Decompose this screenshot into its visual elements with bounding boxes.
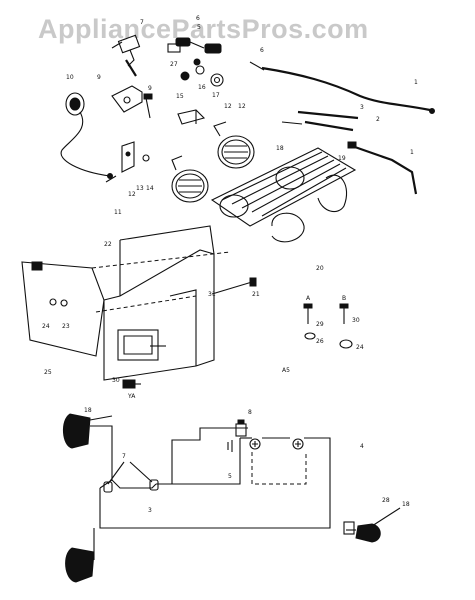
- callout-B: B: [342, 295, 346, 302]
- fasteners-A-B: [303, 303, 353, 349]
- callout-7: 7: [140, 19, 144, 26]
- callout-31: 31: [208, 291, 216, 298]
- callout-5: 5: [197, 24, 201, 31]
- callout-5: 5: [228, 473, 232, 480]
- wire-harness: [249, 61, 435, 195]
- ignition-switch: [111, 34, 141, 77]
- grille-panel: [210, 147, 357, 227]
- lamp-left-upper: [63, 413, 113, 449]
- switch-28: [343, 521, 355, 535]
- callout-30: 30: [352, 317, 360, 324]
- headlight-upper: [213, 121, 255, 169]
- wiring-lines: [90, 425, 356, 560]
- callout-6: 6: [196, 15, 200, 22]
- gauge-10: [60, 92, 113, 179]
- switch-bracket-13: [105, 141, 150, 183]
- resistor-8: [235, 419, 247, 437]
- callout-21: 21: [252, 291, 260, 298]
- retaining-rings: [271, 174, 348, 243]
- callout-27: 27: [170, 61, 178, 68]
- dash-housing: [103, 225, 215, 381]
- grommets: [180, 58, 224, 87]
- bolt-21: [211, 277, 257, 295]
- callout-8: 8: [248, 409, 252, 416]
- callout-3: 3: [148, 507, 152, 514]
- watermark: AppliancePartsPros.com: [38, 14, 369, 44]
- callout-24: 24: [42, 323, 50, 330]
- callout-24: 24: [356, 344, 364, 351]
- callout-19: 19: [338, 155, 346, 162]
- callout-30: 30: [112, 377, 120, 384]
- callout-18: 18: [402, 501, 410, 508]
- callout-6: 6: [204, 44, 208, 51]
- callout-3: 3: [360, 104, 364, 111]
- callout-12: 12: [128, 191, 136, 198]
- bracket-12: [177, 109, 206, 125]
- section-label: A5: [282, 367, 290, 374]
- callout-A: A: [306, 295, 311, 302]
- lamp-right: [355, 507, 401, 543]
- side-panel: [21, 251, 231, 357]
- callout-12: 12: [238, 103, 246, 110]
- callout-11: 11: [114, 209, 122, 216]
- callout-20: 20: [316, 265, 324, 272]
- headlight-lower: [171, 155, 209, 203]
- connector-clip: [167, 37, 222, 54]
- callout-25: 25: [44, 369, 52, 376]
- callout-26: 26: [316, 338, 324, 345]
- callout-13: 13: [136, 185, 144, 192]
- callout-23: 23: [62, 323, 70, 330]
- callout-15: 15: [176, 93, 184, 100]
- connectors-7: [103, 461, 159, 493]
- lamp-left-lower: [65, 547, 95, 583]
- callout-12: 12: [224, 103, 232, 110]
- callout-16: 16: [198, 84, 206, 91]
- callout-1: 1: [410, 149, 414, 156]
- callout-6: 6: [260, 47, 264, 54]
- callout-17: 17: [212, 92, 220, 99]
- bracket-8: [111, 85, 143, 113]
- callout-2: 2: [376, 116, 380, 123]
- switch-30: [122, 379, 141, 389]
- callout-1: 1: [414, 79, 418, 86]
- callout-10: 10: [66, 74, 74, 81]
- callout-7: 7: [122, 453, 126, 460]
- callout-9: 9: [97, 74, 101, 81]
- callout-labels: 7 6 5 6 6 27 10 9 9 15 16 17 1 3 2 1 12 …: [42, 15, 418, 514]
- callout-22: 22: [104, 241, 112, 248]
- callout-9: 9: [148, 85, 152, 92]
- callout-18: 18: [84, 407, 92, 414]
- bolt-9: [143, 93, 153, 119]
- callout-YA: YA: [127, 393, 136, 400]
- callout-14: 14: [146, 185, 154, 192]
- callout-18: 18: [276, 145, 284, 152]
- callout-4: 4: [360, 443, 364, 450]
- battery-symbols: [227, 438, 304, 452]
- callout-28: 28: [382, 497, 390, 504]
- callout-29: 29: [316, 321, 324, 328]
